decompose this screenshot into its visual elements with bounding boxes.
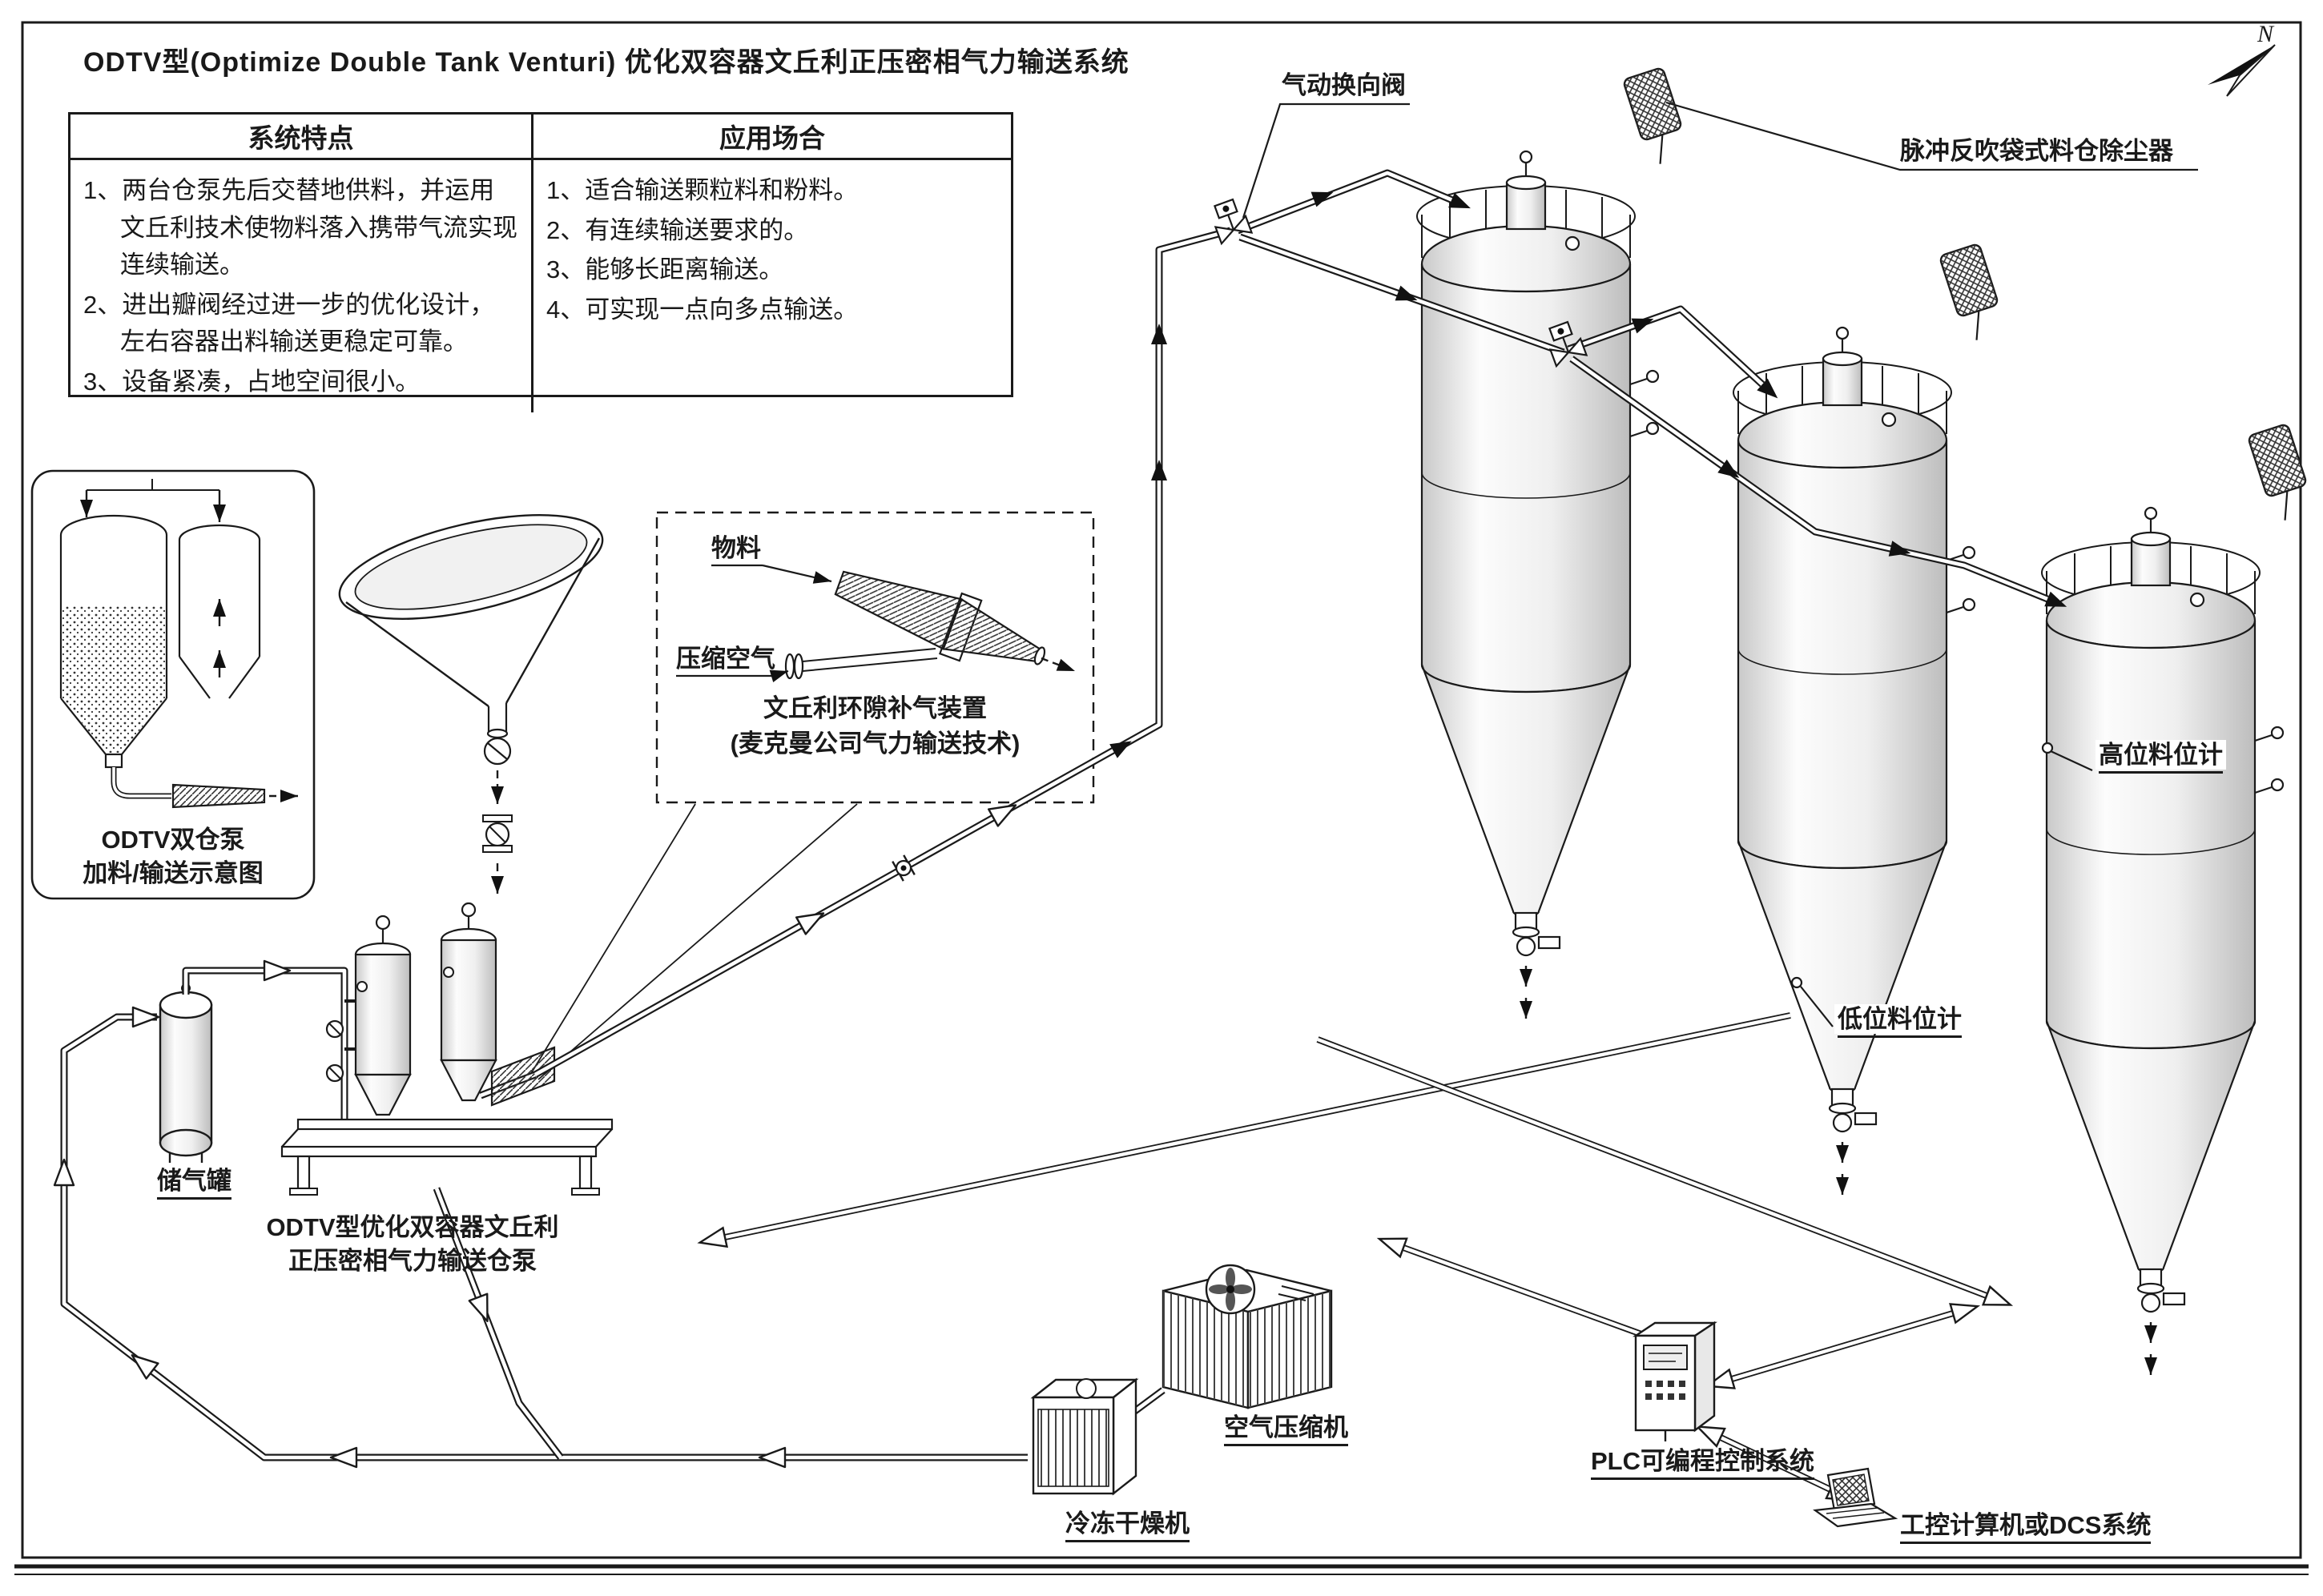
application-item: 4、可实现一点向多点输送。 [546, 295, 859, 324]
silo-2 [1733, 243, 2007, 1195]
feature-item: 2、进出瓣阀经过进一步的优化设计，左右容器出料输送更稳定可靠。 [83, 290, 495, 356]
label-high-level-gauge: 高位料位计 [2096, 740, 2226, 774]
label-inset-line1: ODTV双仓泵 [101, 826, 245, 854]
application-item: 3、能够长距离输送。 [546, 255, 784, 283]
compass-icon [2208, 44, 2276, 97]
spec-header-applications: 应用场合 [533, 115, 1011, 160]
flow-arrows-solid [1109, 191, 2067, 758]
air-loop-piping [60, 967, 1166, 1461]
flow-arrows-open [53, 804, 1017, 1469]
label-pump-line1: ODTV型优化双容器文丘利 [266, 1213, 559, 1241]
spec-table: 系统特点 应用场合 1、两台仓泵先后交替地供料，并运用文丘利技术使物料落入携带气… [68, 112, 1013, 412]
label-air-tank: 储气罐 [157, 1166, 231, 1200]
low-level-sensor [1790, 976, 1803, 989]
conveying-pipes [533, 169, 2049, 1078]
label-air-compressor: 空气压缩机 [1224, 1413, 1348, 1446]
distribution-arrows [697, 1012, 2014, 1502]
label-pump-line2: 正压密相气力输送仓泵 [288, 1247, 537, 1275]
page-title: ODTV型(Optimize Double Tank Venturi) 优化双容… [83, 47, 1129, 78]
label-venturi-device-line2: (麦克曼公司气力输送技术) [730, 730, 1021, 758]
feature-item: 1、两台仓泵先后交替地供料，并运用文丘利技术使物料落入携带气流实现连续输送。 [83, 176, 517, 279]
label-low-level-gauge: 低位料位计 [1834, 1004, 1965, 1038]
freeze-dryer [1030, 1377, 1139, 1496]
label-diverter-valve: 气动换向阀 [1282, 71, 1406, 99]
air-storage-tank [159, 983, 213, 1163]
application-item: 1、适合输送颗粒料和粉料。 [546, 176, 859, 204]
callout-leaders [676, 101, 2198, 1027]
feed-hopper [338, 514, 604, 894]
label-compressed-air: 压缩空气 [676, 645, 775, 673]
silo-3 [2042, 424, 2316, 1375]
pipe-fitting [892, 854, 916, 882]
plc-cabinet [1633, 1321, 1717, 1441]
venturi-detail-box [529, 511, 1095, 1080]
computer-icon [1813, 1467, 1898, 1528]
inset-schematic [30, 469, 316, 900]
air-compressor [1162, 1264, 1333, 1409]
compass-north-label: N [2257, 21, 2274, 47]
spec-features: 1、两台仓泵先后交替地供料，并运用文丘利技术使物料落入携带气流实现连续输送。 2… [70, 160, 533, 412]
label-plc-system: PLC可编程控制系统 [1591, 1446, 1814, 1480]
pump-skid [280, 902, 614, 1196]
label-dust-collector: 脉冲反吹袋式料仓除尘器 [1900, 137, 2173, 165]
application-item: 2、有连续输送要求的。 [546, 215, 809, 244]
label-computer-dcs: 工控计算机或DCS系统 [1900, 1510, 2152, 1544]
label-freeze-dryer: 冷冻干燥机 [1065, 1509, 1190, 1542]
label-material: 物料 [711, 534, 761, 562]
feature-item: 3、设备紧凑，占地空间很小。 [83, 367, 421, 396]
silo-1 [1417, 67, 1691, 1019]
spec-header-features: 系统特点 [70, 115, 533, 160]
drawing-border [21, 21, 2302, 1559]
label-venturi-device-line1: 文丘利环隙补气装置 [763, 694, 987, 722]
spec-applications: 1、适合输送颗粒料和粉料。 2、有连续输送要求的。 3、能够长距离输送。 4、可… [533, 160, 1011, 412]
high-level-sensor [2041, 742, 2054, 754]
label-inset-line2: 加料/输送示意图 [83, 859, 264, 887]
